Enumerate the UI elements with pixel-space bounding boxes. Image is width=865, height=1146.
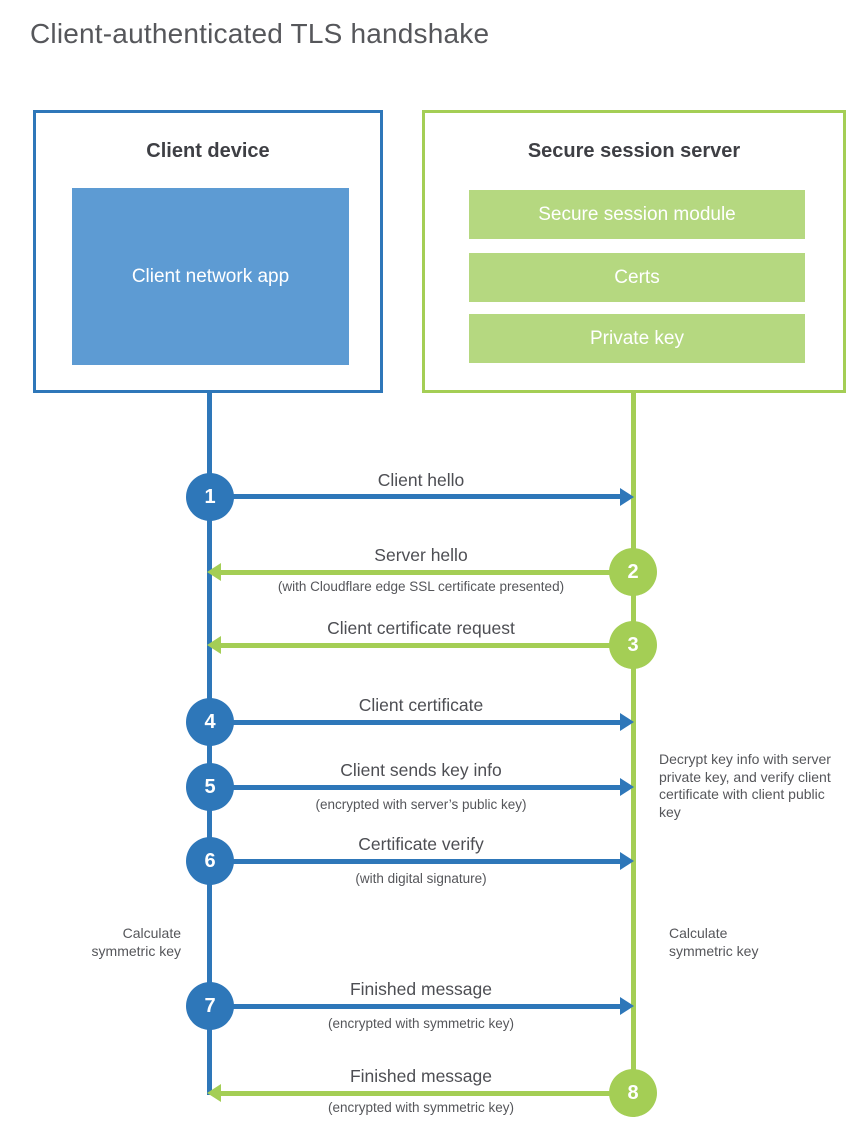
server-calculate-symmetric-key-note: Calculate symmetric key [669, 925, 759, 959]
client-device-title: Client device [146, 140, 270, 162]
page-title: Client-authenticated TLS handshake [30, 18, 490, 49]
step-6-arrowhead-icon [620, 852, 634, 870]
step-1-arrowhead-icon [620, 488, 634, 506]
server-module-certs: Certs [469, 253, 805, 302]
step-3-arrowhead-icon [207, 636, 221, 654]
step-8-circle: 8 [609, 1069, 657, 1117]
step-8-arrowhead-icon [207, 1084, 221, 1102]
step-2-arrow [221, 570, 632, 575]
step-5-label: Client sends key info [340, 760, 502, 780]
client-calculate-symmetric-key-note: Calculate symmetric key [91, 925, 181, 959]
step-2-arrowhead-icon [207, 563, 221, 581]
step-2-circle: 2 [609, 548, 657, 596]
server-box-title: Secure session server [527, 140, 741, 162]
step-5-arrowhead-icon [620, 778, 634, 796]
step-7-arrowhead-icon [620, 997, 634, 1015]
step-5-arrow [212, 785, 621, 790]
step-6-arrow [212, 859, 621, 864]
step-8-arrow [221, 1091, 632, 1096]
step-2-label: Server hello [374, 545, 468, 565]
step-5-sublabel: (encrypted with server’s public key) [315, 797, 527, 812]
step-1-circle: 1 [186, 473, 234, 521]
step-6-sublabel: (with digital signature) [355, 871, 487, 886]
step-3-arrow [221, 643, 632, 648]
step-8-sublabel: (encrypted with symmetric key) [327, 1100, 515, 1115]
step-2-sublabel: (with Cloudflare edge SSL certificate pr… [277, 579, 565, 594]
step-4-arrow [212, 720, 621, 725]
step-7-label: Finished message [349, 979, 493, 999]
server-module-secure-session: Secure session module [469, 190, 805, 239]
step-6-label: Certificate verify [358, 834, 484, 854]
step-5-circle: 5 [186, 763, 234, 811]
step-4-label: Client certificate [358, 695, 484, 715]
step-7-arrow [212, 1004, 621, 1009]
client-network-app-block: Client network app [72, 188, 349, 365]
server-lifeline [631, 393, 636, 1095]
step-4-arrowhead-icon [620, 713, 634, 731]
step-8-label: Finished message [349, 1066, 493, 1086]
client-device-box: Client device Client network app [33, 110, 383, 393]
step-3-circle: 3 [609, 621, 657, 669]
step-4-circle: 4 [186, 698, 234, 746]
secure-session-server-box: Secure session server Secure session mod… [422, 110, 846, 393]
step-1-arrow [212, 494, 621, 499]
step-6-circle: 6 [186, 837, 234, 885]
step-1-label: Client hello [377, 470, 465, 490]
step-7-circle: 7 [186, 982, 234, 1030]
step-3-label: Client certificate request [327, 618, 515, 638]
step-7-sublabel: (encrypted with symmetric key) [327, 1016, 515, 1031]
server-module-private-key: Private key [469, 314, 805, 363]
server-decrypt-note: Decrypt key info with server private key… [659, 751, 831, 820]
